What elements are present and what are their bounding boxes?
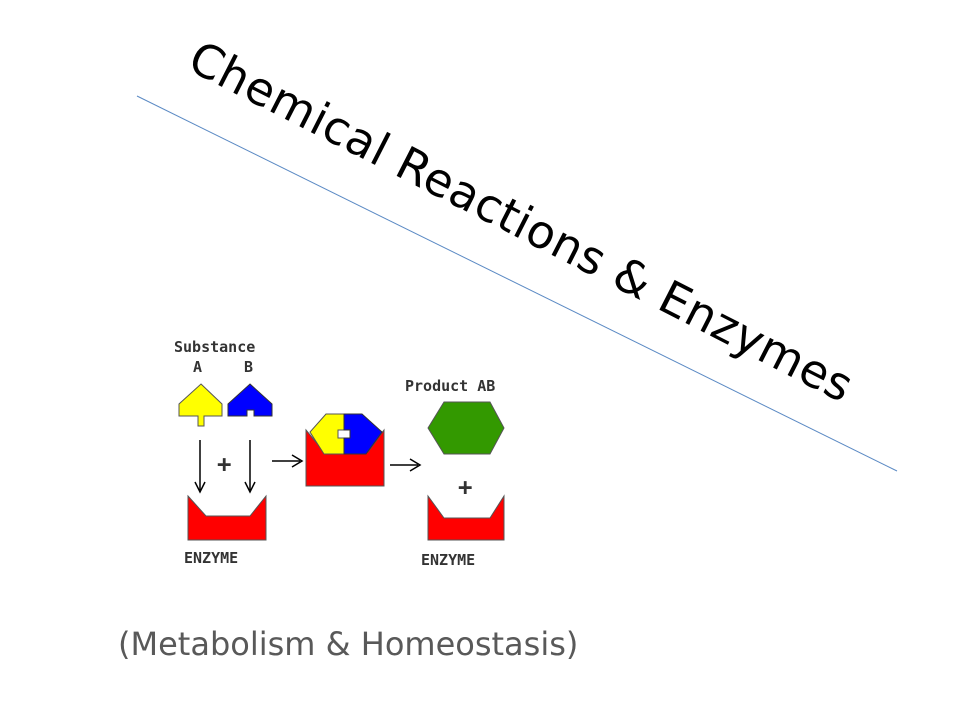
product-label: Product AB — [405, 377, 495, 395]
substance-b-label: B — [244, 358, 253, 376]
substance-a-label: A — [193, 358, 202, 376]
down-arrow-icon — [194, 440, 206, 494]
substance-a-shape — [178, 383, 223, 427]
product-ab-shape — [427, 401, 505, 455]
right-arrow-icon — [390, 458, 422, 472]
substance-b-shape — [227, 383, 273, 417]
substance-label: Substance — [174, 338, 255, 356]
plus-sign-1: + — [217, 450, 231, 478]
enzyme-shape-2 — [427, 494, 505, 541]
slide-subtitle: (Metabolism & Homeostasis) — [118, 625, 579, 663]
enzyme-label-2: ENZYME — [421, 551, 475, 569]
enzyme-shape-1 — [187, 494, 267, 541]
right-arrow-icon — [272, 454, 304, 468]
enzyme-label-1: ENZYME — [184, 549, 238, 567]
plus-sign-2: + — [458, 473, 472, 501]
down-arrow-icon — [244, 440, 256, 494]
enzyme-substrate-complex — [305, 413, 385, 487]
enzyme-reaction-diagram: Substance A B Product AB + ENZYME + ENZY… — [174, 338, 505, 569]
